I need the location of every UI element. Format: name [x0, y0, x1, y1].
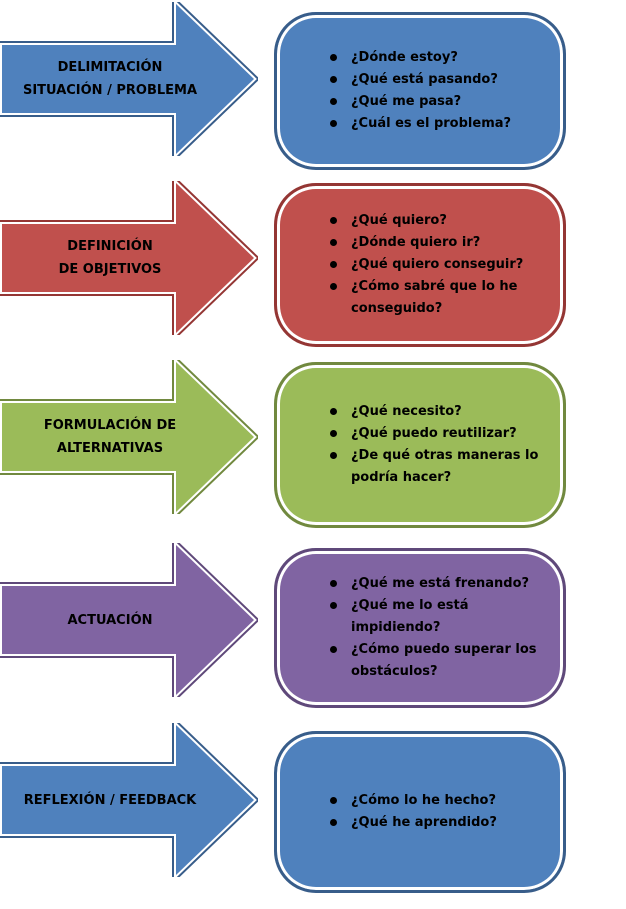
process-arrow-icon [0, 2, 258, 156]
question-item: ¿Dónde estoy? [330, 47, 559, 69]
question-item: ¿Qué me está frenando? [330, 573, 559, 595]
question-box: ¿Dónde estoy? ¿Qué está pasando? ¿Qué me… [274, 12, 566, 170]
question-list: ¿Cómo lo he hecho? ¿Qué he aprendido? [277, 790, 563, 834]
question-item: ¿Dónde quiero ir? [330, 232, 559, 254]
question-box: ¿Qué me está frenando? ¿Qué me lo está i… [274, 548, 566, 708]
question-list: ¿Qué quiero? ¿Dónde quiero ir? ¿Qué quie… [277, 210, 563, 320]
question-item: ¿Cómo puedo superar los obstáculos? [330, 639, 559, 683]
process-arrow-icon [0, 543, 258, 697]
question-item: ¿Qué está pasando? [330, 69, 559, 91]
question-item: ¿Qué me lo está impidiendo? [330, 595, 559, 639]
process-arrow-icon [0, 181, 258, 335]
question-list: ¿Dónde estoy? ¿Qué está pasando? ¿Qué me… [277, 47, 563, 135]
process-arrow-icon [0, 723, 258, 877]
question-list: ¿Qué me está frenando? ¿Qué me lo está i… [277, 573, 563, 683]
question-item: ¿Qué puedo reutilizar? [330, 423, 559, 445]
question-item: ¿Qué quiero? [330, 210, 559, 232]
question-list: ¿Qué necesito? ¿Qué puedo reutilizar? ¿D… [277, 401, 563, 489]
question-item: ¿Cómo sabré que lo he conseguido? [330, 276, 559, 320]
process-arrow-icon [0, 360, 258, 514]
question-item: ¿Qué me pasa? [330, 91, 559, 113]
question-box: ¿Cómo lo he hecho? ¿Qué he aprendido? [274, 731, 566, 893]
question-item: ¿Qué quiero conseguir? [330, 254, 559, 276]
question-item: ¿De qué otras maneras lo podría hacer? [330, 445, 559, 489]
question-item: ¿Cuál es el problema? [330, 113, 559, 135]
question-item: ¿Cómo lo he hecho? [330, 790, 559, 812]
question-box: ¿Qué necesito? ¿Qué puedo reutilizar? ¿D… [274, 362, 566, 528]
question-item: ¿Qué necesito? [330, 401, 559, 423]
question-item: ¿Qué he aprendido? [330, 812, 559, 834]
question-box: ¿Qué quiero? ¿Dónde quiero ir? ¿Qué quie… [274, 183, 566, 347]
